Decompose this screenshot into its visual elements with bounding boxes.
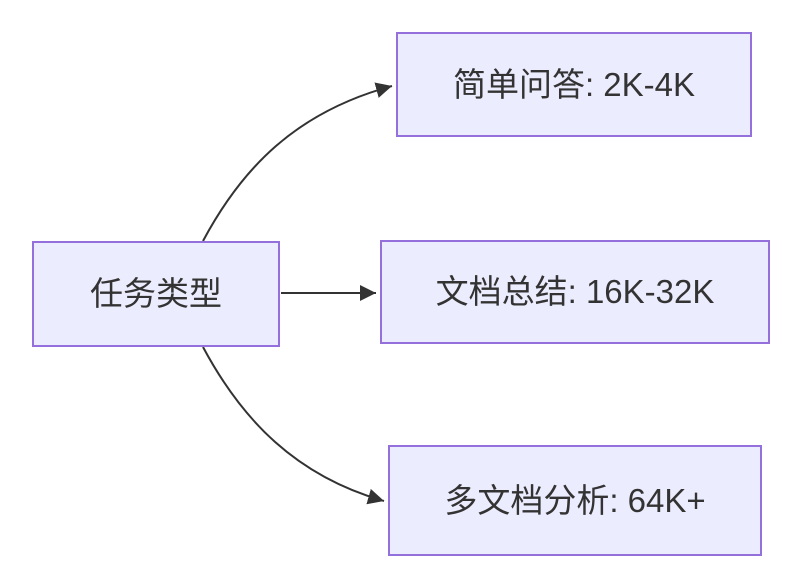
edge-task-to-multi-doc — [202, 346, 385, 505]
node-simple-qa: 简单问答: 2K-4K — [396, 32, 752, 137]
node-task-type: 任务类型 — [32, 241, 280, 347]
edge-task-to-simple-qa — [202, 82, 393, 242]
node-doc-summary: 文档总结: 16K-32K — [380, 240, 770, 344]
node-doc-summary-label: 文档总结: 16K-32K — [435, 273, 715, 311]
node-task-type-label: 任务类型 — [90, 275, 222, 313]
node-multi-doc-analysis: 多文档分析: 64K+ — [388, 445, 762, 556]
node-multi-doc-analysis-label: 多文档分析: 64K+ — [444, 481, 706, 519]
node-simple-qa-label: 简单问答: 2K-4K — [452, 65, 696, 103]
